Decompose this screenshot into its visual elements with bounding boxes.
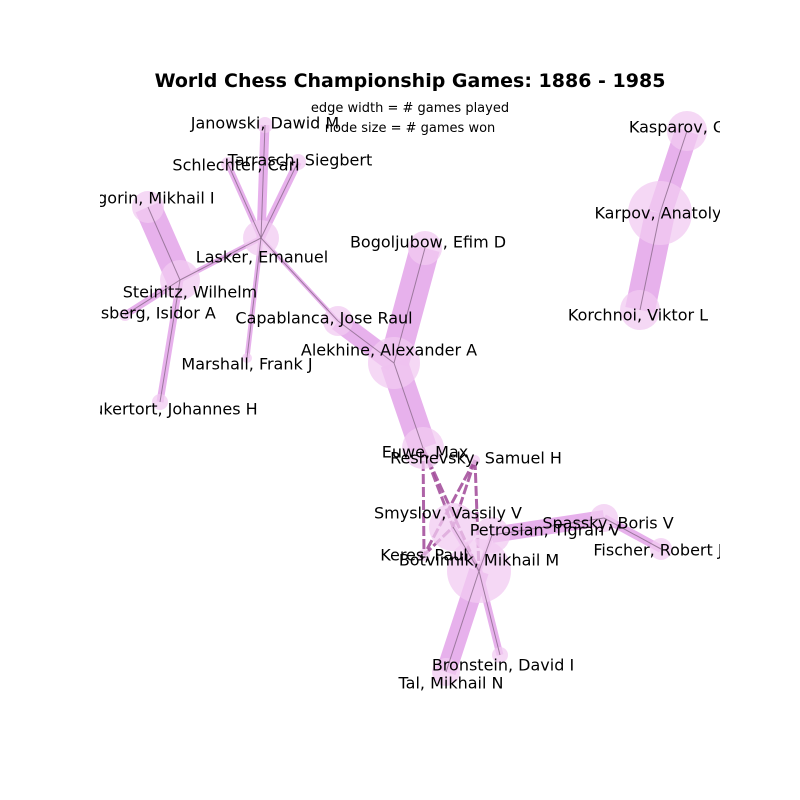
node-label-spassky: Spassky, Boris V — [542, 514, 673, 533]
edge-line-lasker-steinitz — [179, 237, 262, 281]
node-label-bronstein: Bronstein, David I — [432, 656, 574, 675]
node-label-euwe: Euwe, Max — [382, 443, 468, 462]
edge-width-note: edge width = # games played — [310, 101, 510, 116]
node-label-petrosian: Petrosian, Tigran V — [470, 521, 621, 540]
edge-line-botvinnik-smyslov — [452, 526, 480, 572]
edge-line-petrosian-spassky — [491, 517, 605, 536]
node-label-keres: Keres, Paul — [380, 546, 467, 565]
node-label-kasparov: Kasparov, Gary — [629, 118, 751, 137]
edge-line-karpov-korchnoi — [639, 212, 661, 311]
node-label-janowski: Janowski, Dawid M — [190, 114, 339, 133]
edge-line-spassky-fischer — [603, 517, 662, 550]
node-label-zukertort: Zukertort, Johannes H — [82, 400, 257, 419]
edge-line-steinitz-zukertort — [159, 279, 181, 403]
edge-line-botvinnik-petrosian — [478, 534, 493, 572]
node-label-steinitz: Steinitz, Wilhelm — [123, 283, 258, 302]
node-label-botvinnik: Botvinnik, Mikhail M — [399, 551, 559, 570]
edge-line-botvinnik-bronstein — [478, 570, 501, 656]
node-size-note: node size = # games won — [324, 121, 496, 136]
node-label-tarrasch: Tarrasch, Siegbert — [227, 151, 373, 170]
edge-line-capablanca-alekhine — [337, 320, 395, 364]
edge-line-lasker-marshall — [246, 237, 262, 359]
edge-line-lasker-tarrasch — [260, 161, 299, 239]
edge-line-lasker-capablanca — [260, 237, 339, 322]
edge-line-lasker-schlechter — [227, 163, 262, 239]
node-label-chigorin: Chigorin, Mikhail I — [71, 189, 214, 208]
edge-line-karpov-kasparov — [659, 130, 688, 214]
edge-line-lasker-janowski — [260, 124, 266, 239]
node-label-smyslov: Smyslov, Vassily V — [374, 504, 522, 523]
node-label-bogoljubow: Bogoljubow, Efim D — [350, 233, 506, 252]
chart-title: World Chess Championship Games: 1886 - 1… — [154, 70, 666, 92]
node-label-marshall: Marshall, Frank J — [181, 355, 312, 374]
node-label-reshevsky: Reshevsky, Samuel H — [390, 449, 562, 468]
node-label-tal: Tal, Mikhail N — [398, 674, 504, 693]
node-label-karpov: Karpov, Anatoly — [594, 204, 721, 223]
edge-line-botvinnik-tal — [445, 570, 480, 673]
edge-line-steinitz-chigorin — [147, 206, 181, 281]
node-keres — [418, 549, 430, 561]
node-label-gunsberg: Gunsberg, Isidor A — [68, 304, 216, 323]
node-label-fischer: Fischer, Robert J — [593, 541, 722, 560]
edge-line-steinitz-gunsberg — [124, 279, 181, 316]
edge-line-alekhine-bogoljubow — [393, 247, 426, 364]
node-label-korchnoi: Korchnoi, Viktor L — [568, 306, 708, 325]
node-reshevsky — [470, 455, 480, 465]
edge-line-alekhine-euwe — [393, 362, 424, 449]
node-label-lasker: Lasker, Emanuel — [196, 248, 328, 267]
node-label-schlechter: Schlechter, Carl — [172, 156, 299, 175]
node-label-capablanca: Capablanca, Jose Raul — [235, 309, 412, 328]
node-label-alekhine: Alekhine, Alexander A — [301, 341, 477, 360]
